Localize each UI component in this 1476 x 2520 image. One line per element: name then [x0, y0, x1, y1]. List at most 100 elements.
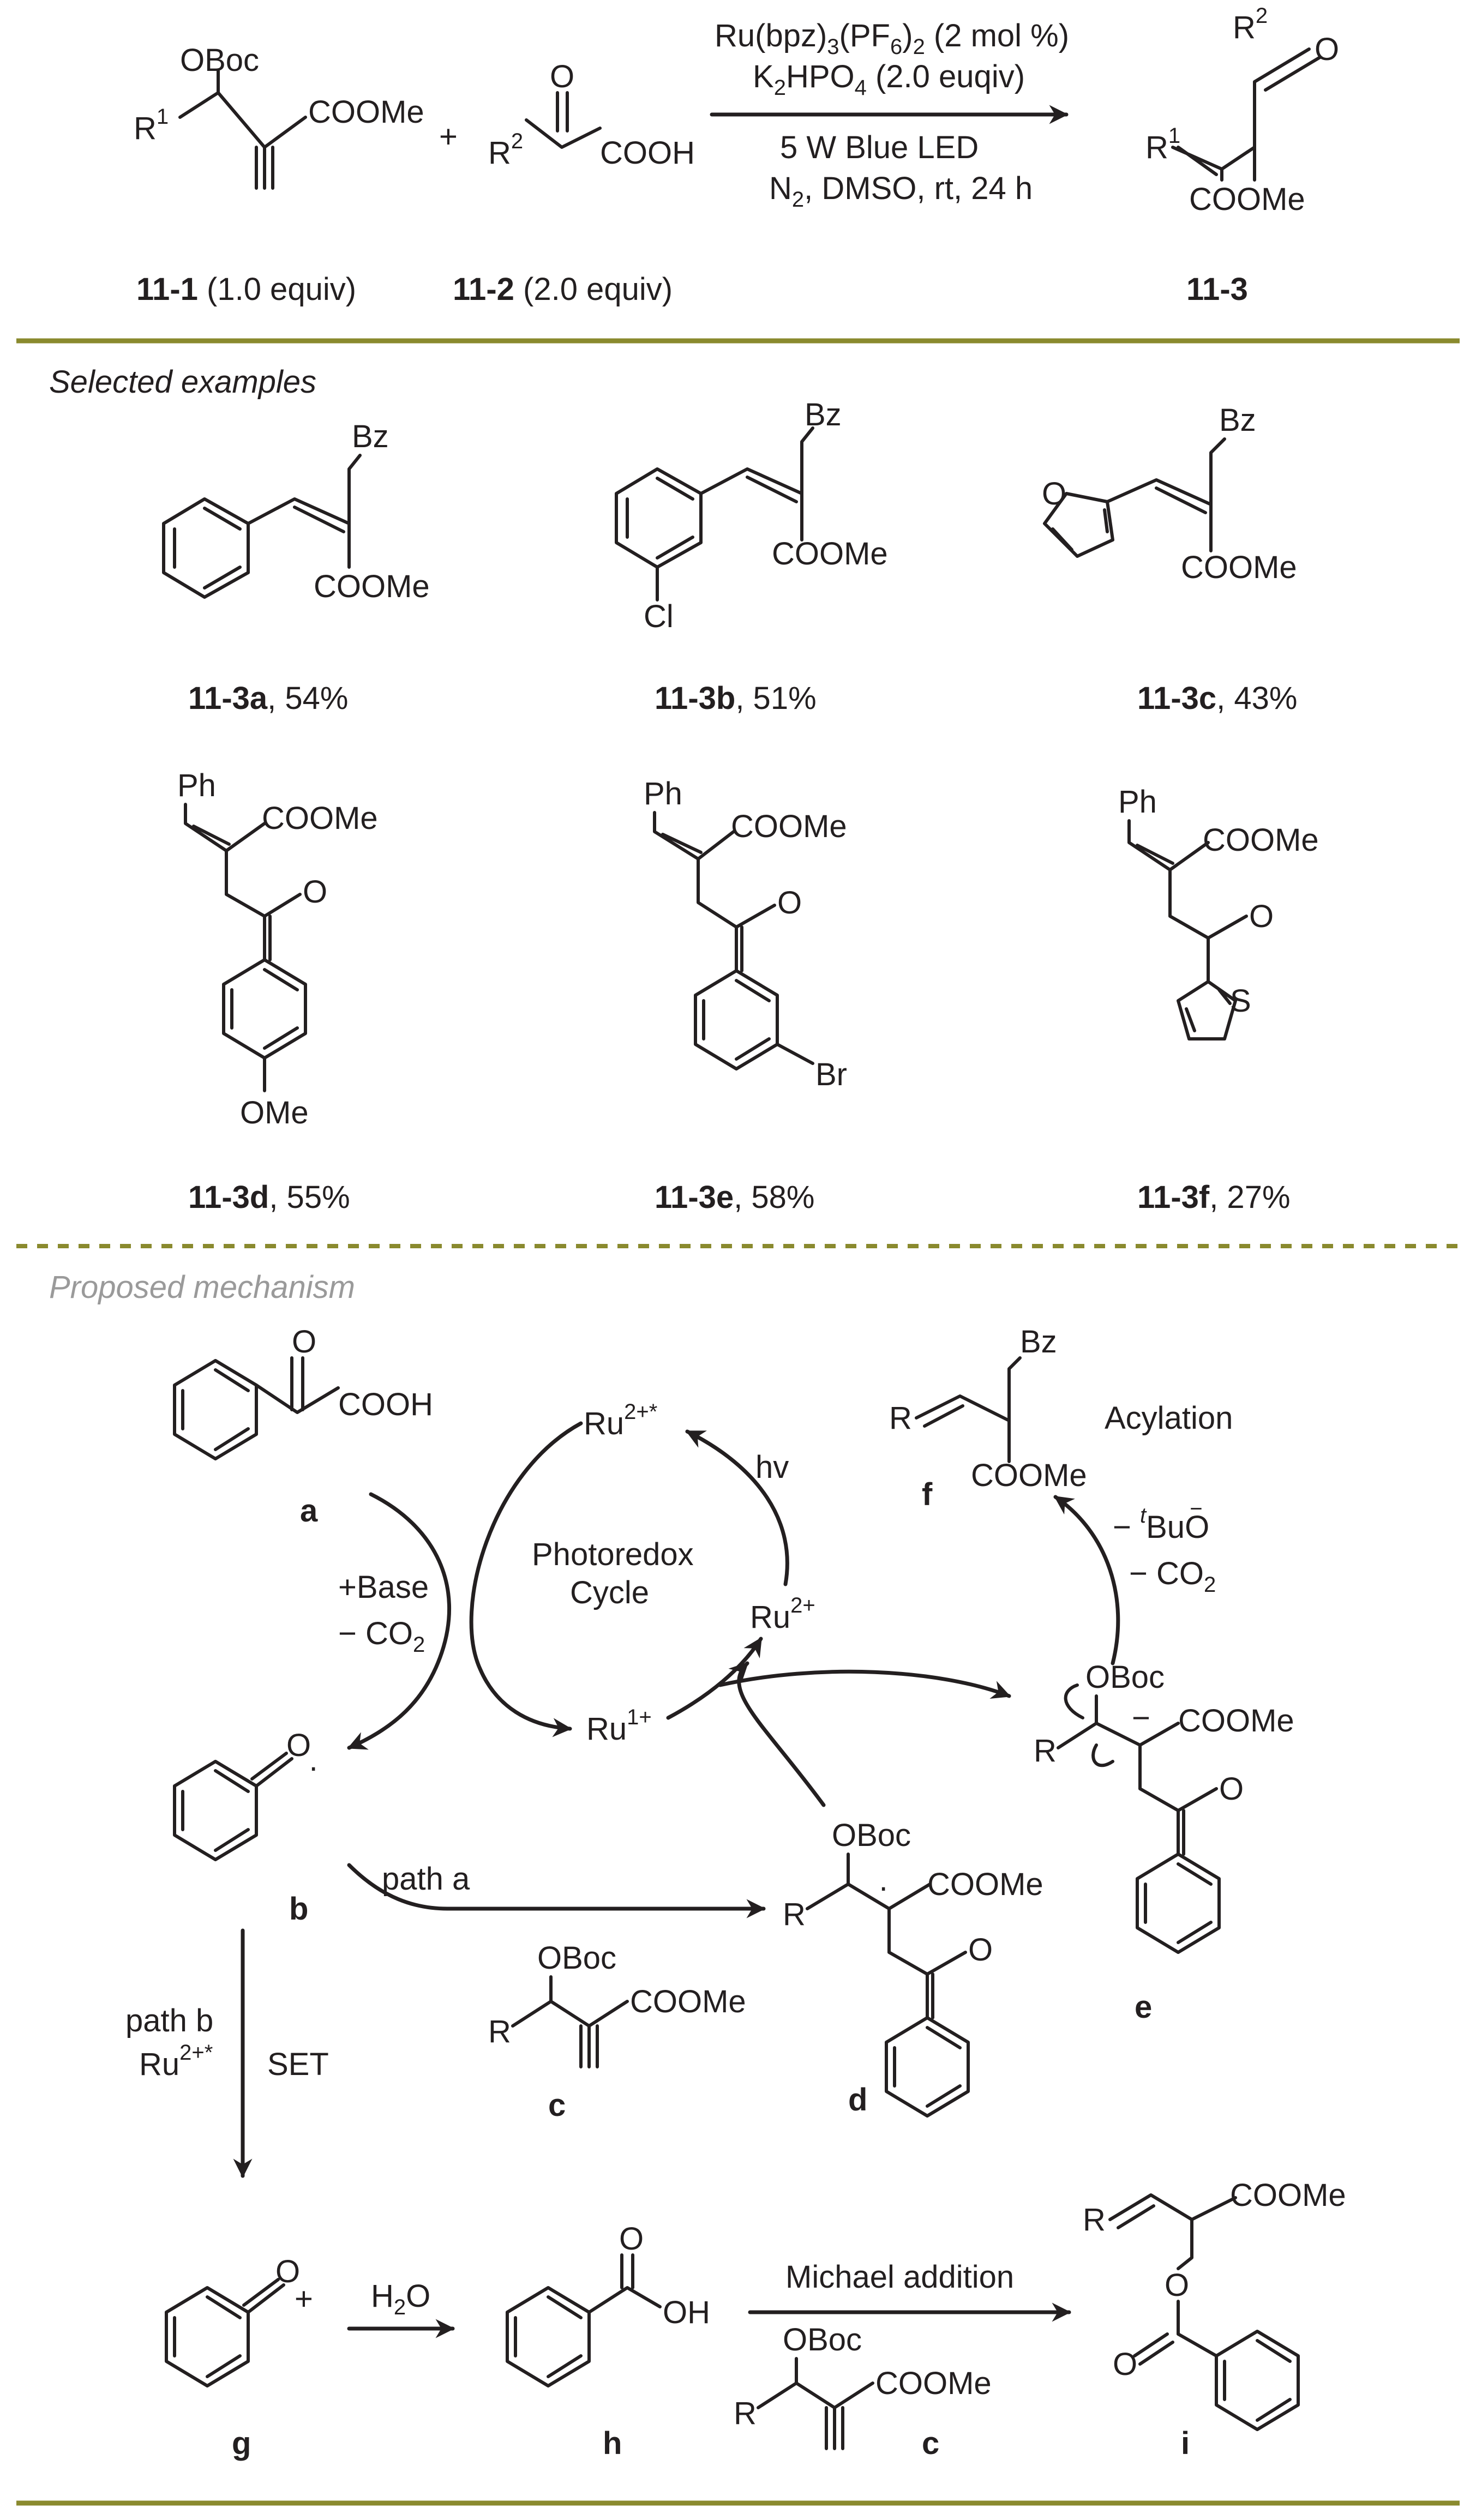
atom-r: R — [488, 2014, 511, 2049]
decarboxylation-arrow — [347, 1492, 451, 1750]
atom-coome: COOMe — [1189, 182, 1305, 217]
atom-r: R — [1083, 2202, 1106, 2238]
set-label: SET — [267, 2047, 329, 2082]
radical-dot: · — [308, 1749, 319, 1785]
atom-coome: COOMe — [1230, 2178, 1346, 2213]
atom-r1: R1 — [1145, 124, 1180, 165]
atom-coome: COOMe — [262, 801, 378, 836]
path-b-label: path b — [125, 2003, 213, 2038]
label-11-3d: 11-3d, 55% — [188, 1180, 350, 1215]
atom-bz: Bz — [1219, 402, 1256, 438]
d-to-ru-arrow — [728, 1661, 826, 1807]
reagent-11-2-structure: O COOH R2 — [488, 59, 695, 171]
atom-o: O — [1042, 476, 1066, 512]
atom-oboc: OBoc — [832, 1818, 911, 1853]
atom-ome: OMe — [240, 1095, 309, 1130]
hv-label: hv — [755, 1450, 789, 1485]
path-a-arrow — [347, 1863, 766, 1918]
tbuo-label: − tBuO− — [1113, 1497, 1209, 1545]
structure-d: OBoc · COOMe R O — [783, 1818, 1043, 2118]
conditions-text: N2, DMSO, rt, 24 h — [769, 171, 1033, 212]
atom-coome: COOMe — [1203, 822, 1319, 858]
atom-bz: Bz — [352, 419, 389, 454]
atom-s: S — [1230, 983, 1251, 1019]
ru-to-e-arrow — [718, 1669, 1011, 1699]
atom-bz: Bz — [1020, 1324, 1057, 1360]
cycle-label-1: Photoredox — [532, 1537, 694, 1572]
atom-o: O — [286, 1728, 311, 1763]
label-11-3b: 11-3b, 51% — [655, 681, 817, 716]
atom-coome: COOMe — [772, 536, 888, 572]
structure-11-3c: O Bz COOMe — [1042, 402, 1297, 585]
atom-r1: R1 — [134, 105, 169, 146]
label-11-3c: 11-3c, 43% — [1137, 681, 1297, 716]
label-i: i — [1181, 2426, 1190, 2461]
atom-oboc: OBoc — [783, 2322, 862, 2357]
carbanion-charge: − — [1132, 1700, 1150, 1736]
atom-br: Br — [815, 1057, 847, 1092]
reagent-11-1-structure: OBoc COOMe R1 — [134, 43, 424, 190]
ru-2plus: Ru2+ — [750, 1593, 815, 1635]
atom-bz: Bz — [805, 397, 842, 432]
label-e: e — [1135, 1989, 1152, 2025]
co2-label-2: − CO2 — [1129, 1556, 1216, 1597]
atom-o: O — [550, 59, 574, 94]
label-b: b — [289, 1891, 308, 1927]
label-c-2: c — [922, 2426, 939, 2461]
atom-o: O — [1165, 2268, 1189, 2303]
radical-dot: · — [878, 1869, 889, 1905]
label-11-3f: 11-3f, 27% — [1137, 1180, 1291, 1215]
atom-r: R — [783, 1897, 806, 1932]
atom-coome: COOMe — [308, 94, 424, 130]
mechanism-heading: Proposed mechanism — [49, 1270, 355, 1305]
atom-o: O — [777, 885, 802, 921]
label-11-3e: 11-3e, 58% — [655, 1180, 814, 1215]
atom-coome: COOMe — [731, 809, 847, 844]
atom-o: O — [968, 1932, 993, 1968]
path-a-label: path a — [382, 1861, 470, 1897]
ru-excited: Ru2+* — [584, 1400, 657, 1441]
plus-sign: + — [439, 119, 458, 154]
acylium-charge: + — [295, 2281, 313, 2317]
e-to-f-arrow — [1053, 1495, 1120, 1665]
examples-heading: Selected examples — [49, 364, 316, 400]
atom-ph: Ph — [177, 768, 216, 803]
atom-ph: Ph — [644, 776, 682, 811]
structure-e: OBoc − COOMe R O — [1034, 1659, 1294, 1954]
label-11-3: 11-3 — [1186, 272, 1248, 307]
structure-h: O OH — [506, 2221, 710, 2387]
structure-c-1: OBoc COOMe R — [488, 1940, 746, 2068]
atom-o: O — [275, 2254, 300, 2289]
atom-oboc: OBoc — [1085, 1659, 1165, 1695]
cycle-label-2: Cycle — [570, 1575, 649, 1610]
atom-r: R — [734, 2396, 757, 2431]
label-11-1: 11-1 (1.0 equiv) — [136, 272, 356, 307]
co2-label: − CO2 — [338, 1616, 425, 1657]
catalyst-text: Ru(bpz)3(PF6)2 (2 mol %) — [715, 18, 1069, 59]
structure-11-3f: Ph COOMe O S — [1118, 784, 1319, 1041]
structure-c-2: OBoc COOMe R — [734, 2322, 992, 2450]
base-text: K2HPO4 (2.0 euqiv) — [753, 59, 1025, 100]
acylation-label: Acylation — [1105, 1400, 1233, 1436]
structure-11-3b: Bz COOMe Cl — [615, 397, 888, 634]
atom-ph: Ph — [1118, 784, 1157, 820]
label-f: f — [922, 1477, 933, 1512]
atom-oboc: OBoc — [180, 43, 259, 78]
atom-o: O — [619, 2221, 644, 2257]
structure-11-3d: Ph COOMe O OMe — [177, 768, 378, 1130]
structure-g: O + — [165, 2254, 313, 2387]
atom-coome: COOMe — [927, 1867, 1043, 1902]
atom-o: O — [1113, 2347, 1137, 2382]
label-h: h — [603, 2426, 622, 2461]
michael-label: Michael addition — [785, 2259, 1014, 2295]
atom-oh: OH — [663, 2295, 710, 2330]
atom-cooh: COOH — [338, 1387, 433, 1422]
atom-o: O — [292, 1324, 316, 1360]
structure-f: R Bz COOMe — [889, 1324, 1087, 1493]
cycle-arrow-left — [469, 1421, 583, 1737]
atom-coome: COOMe — [1178, 1703, 1294, 1739]
cycle-arrow-oxidation — [666, 1637, 763, 1720]
ru-1plus: Ru1+ — [586, 1705, 652, 1747]
h2o-label: H2O — [371, 2278, 430, 2319]
